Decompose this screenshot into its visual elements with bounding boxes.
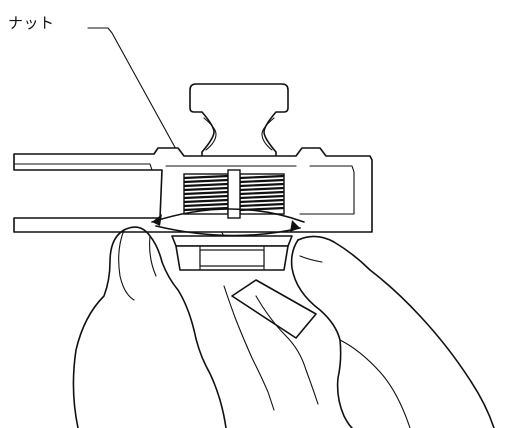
spring-coils — [183, 169, 285, 219]
push-knob — [189, 83, 289, 159]
nut-callout-label: ナット — [8, 14, 55, 32]
callout-leader-line — [87, 27, 237, 259]
lower-tab — [231, 279, 317, 339]
left-hand — [72, 226, 227, 428]
right-hand — [297, 235, 495, 428]
nut — [171, 235, 293, 271]
